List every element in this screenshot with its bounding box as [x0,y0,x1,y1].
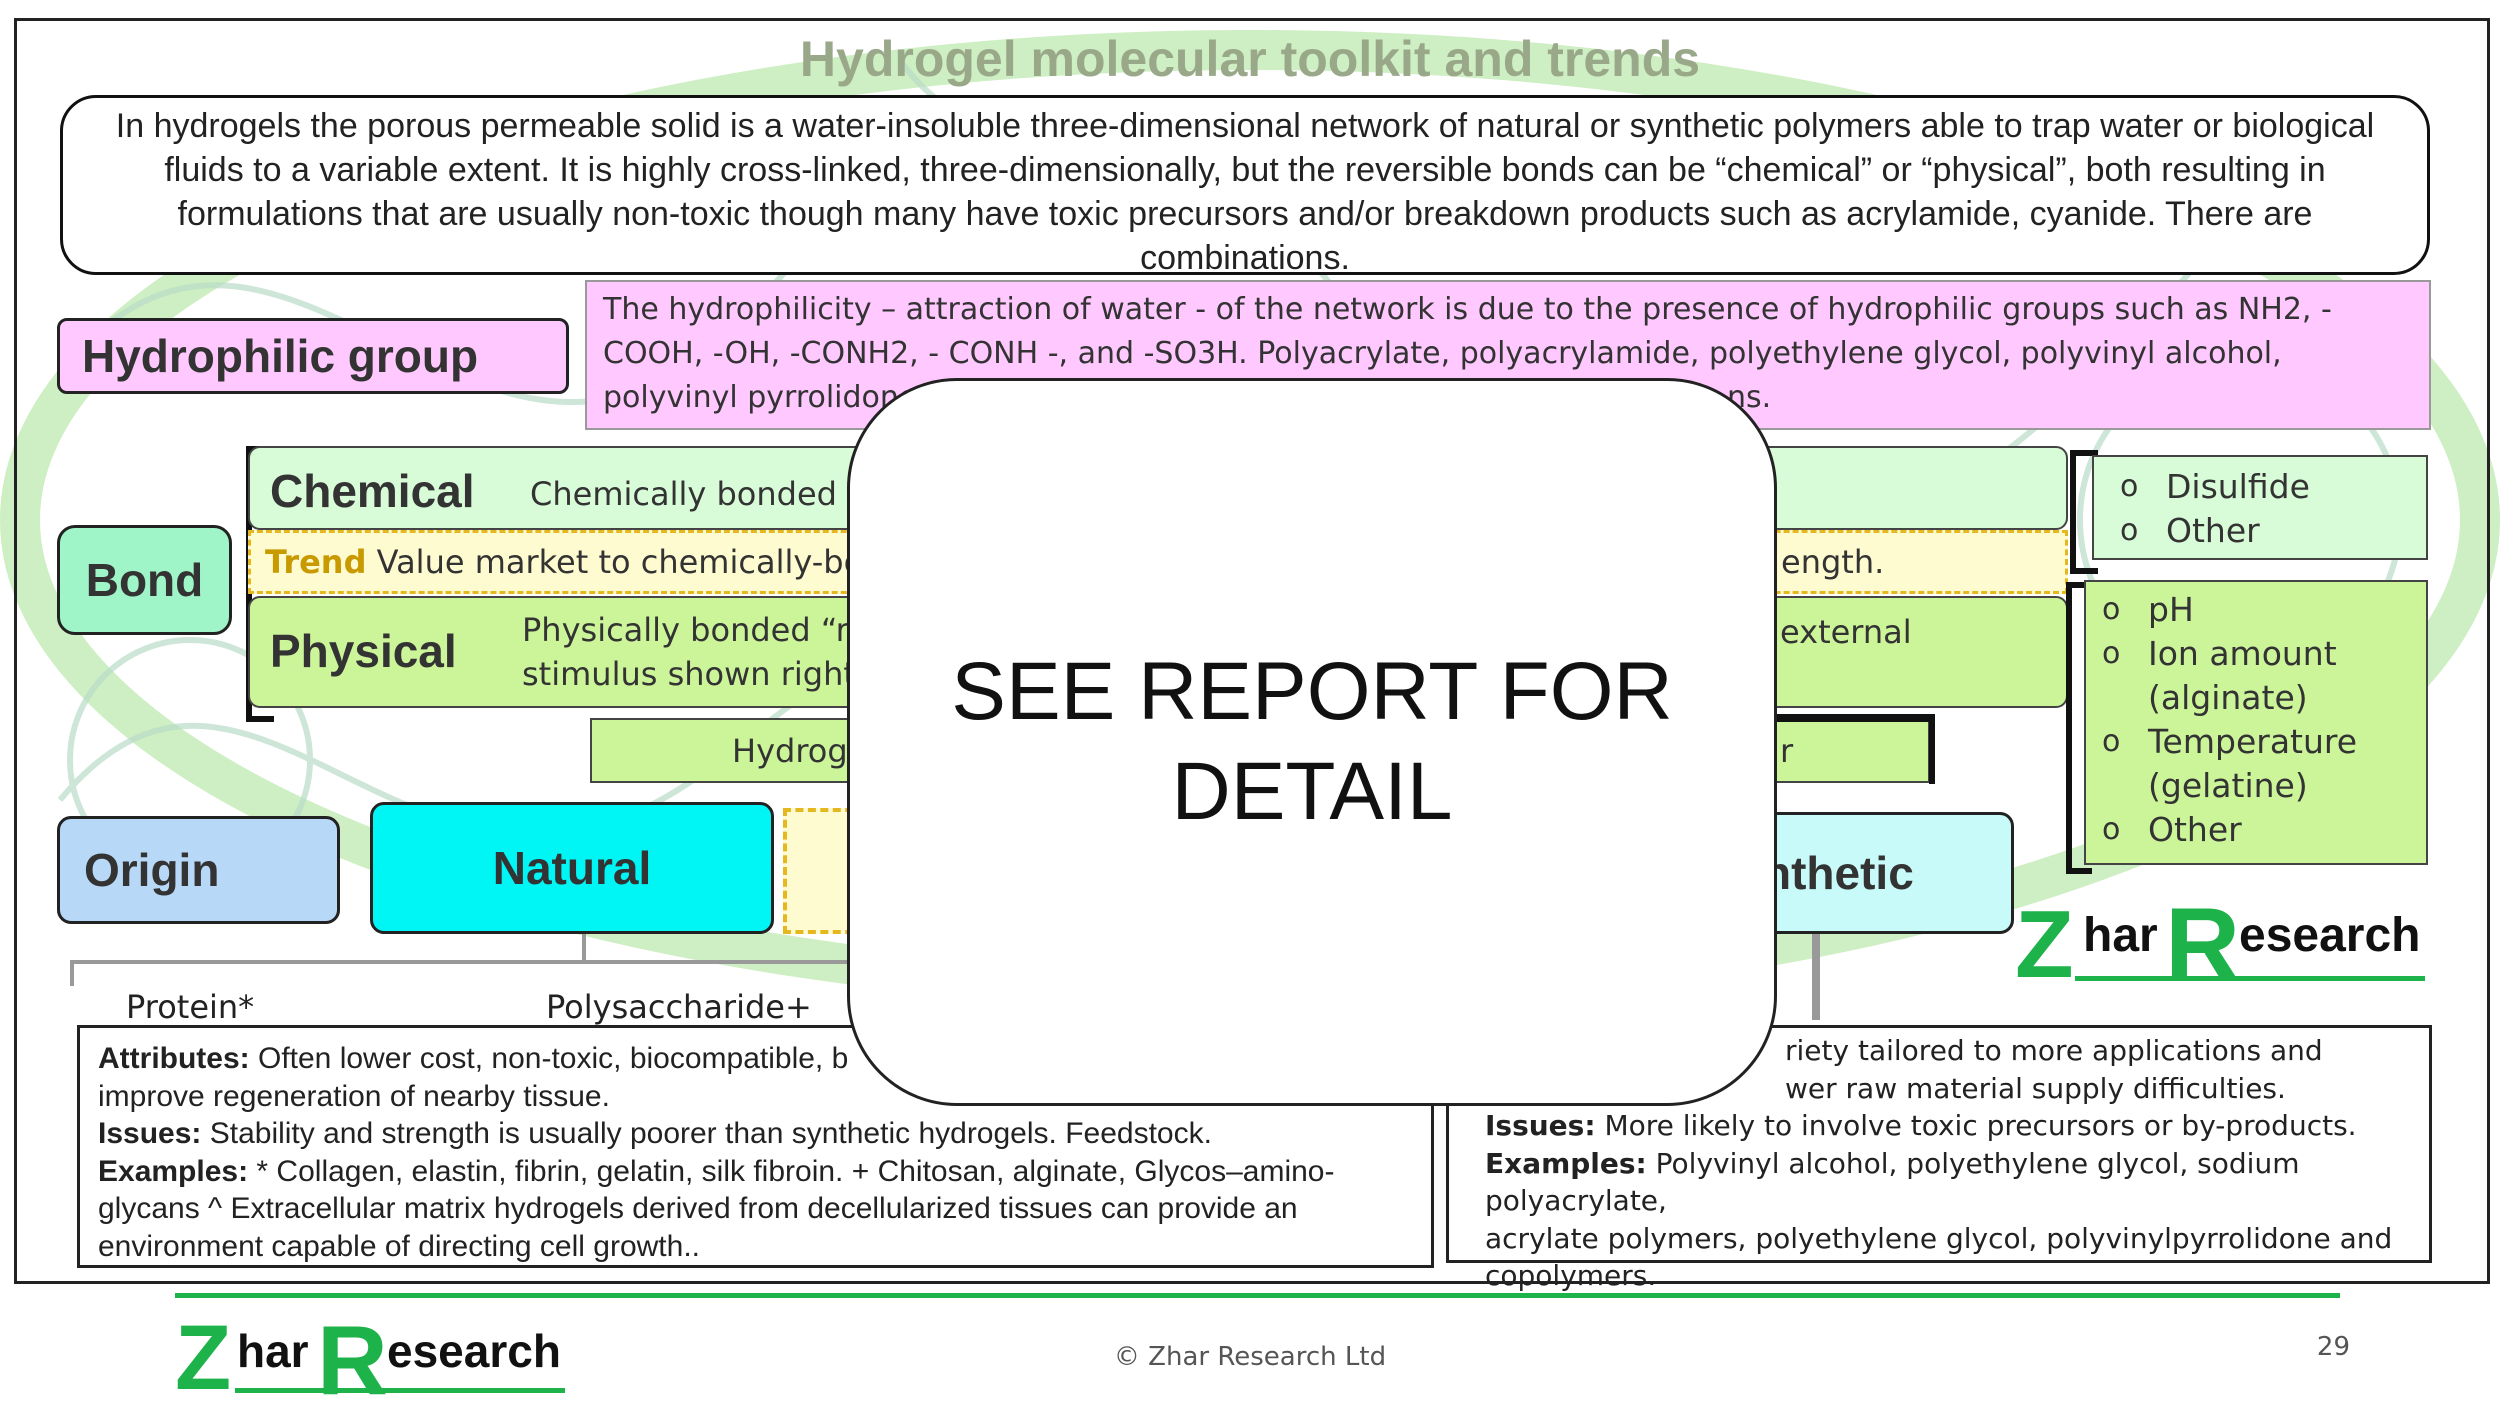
synthetic-examples-label: Examples: [1485,1146,1647,1180]
trend-text: Trend Value market to chemically-bond [265,540,904,584]
physical-stimuli-brace [2066,582,2092,874]
natural-connector-line [70,960,1110,964]
zhar-research-logo: Z har R esearch [2015,887,2435,1003]
synthetic-attributes-box: riety tailored to more applications and … [1446,1025,2432,1292]
physical-stimuli-list: pHIon amount (alginate)Temperature (gela… [2088,588,2418,852]
natural-attributes-label: Attributes: [98,1042,250,1075]
natural-origin-box: Natural [370,802,774,934]
logo-underline [2075,976,2425,981]
footer-logo-r-letter: R [317,1305,388,1415]
overlay-line1: SEE REPORT FOR [951,646,1673,737]
logo-r-letter: R [2165,887,2241,1003]
logo-esearch-text: esearch [2239,909,2421,962]
synthetic-examples-line3: copolymers. [1485,1259,1657,1292]
synthetic-issues-text: More likely to involve toxic precursors … [1595,1109,2357,1142]
natural-attributes-line2: improve regeneration of nearby tissue. [98,1079,610,1113]
natural-examples-label: Examples: [98,1154,249,1188]
physical-description-line1: Physically bonded “re [522,611,868,649]
synthetic-examples-line: Examples: Polyvinyl alcohol, polyethylen… [1485,1145,2393,1220]
physical-tail: external [1780,613,1912,651]
physical-description: Physically bonded “re stimulus shown rig… [522,608,868,696]
hybrid-bar-right-text: r [1780,731,1794,770]
chemical-description: Chemically bonded “p [530,475,885,513]
slide-title: Hydrogel molecular toolkit and trends [799,31,1701,87]
natural-connector-left [70,960,74,986]
footer-rule [175,1293,2340,1298]
footer-zhar-research-logo: Z har R esearch [175,1305,575,1415]
natural-connector-stem [582,934,586,962]
physical-description-line2: stimulus shown right. [522,655,867,693]
bond-label: Bond [57,525,232,635]
natural-examples-text: * Collagen, elastin, fibrin, gelatin, si… [248,1154,1335,1188]
chemical-examples-box: DisulfideOther [2092,455,2428,560]
origin-label: Origin [57,816,340,924]
hydrophilic-description-text: The hydrophilicity – attraction of water… [603,292,2332,415]
chemical-example-item: Other [2106,509,2310,553]
footer-logo-underline [235,1388,565,1393]
natural-issues-text: Stability and strength is usually poorer… [201,1117,1212,1150]
natural-attributes-text: Often lower cost, non-toxic, biocompatib… [249,1042,849,1075]
physical-stimulus-item: Temperature (gelatine) [2088,720,2418,808]
slide-frame [14,18,2490,1284]
synthetic-issues-line: Issues: More likely to involve toxic pre… [1485,1107,2393,1145]
logo-z-letter: Z [2015,891,2074,998]
synthetic-examples-line2: acrylate polymers, polyethylene glycol, … [1485,1221,2393,1255]
trend-word: Trend [265,543,367,581]
chemical-examples-list: DisulfideOther [2106,465,2310,553]
intro-text-box: In hydrogels the porous permeable solid … [60,95,2430,277]
footer-logo-z-letter: Z [175,1307,232,1409]
synthetic-connector-stem [1812,934,1820,1020]
polysaccharide-label: Polysaccharide+ [546,988,812,1026]
synthetic-attributes-line2: wer raw material supply difficulties. [1785,1071,2286,1105]
physical-stimulus-item: Ion amount (alginate) [2088,632,2418,720]
physical-stimulus-item: Other [2088,808,2418,852]
natural-issues-label: Issues: [98,1117,202,1150]
footer-logo-har-text: har [237,1325,309,1377]
synthetic-attributes-line1: riety tailored to more applications and [1785,1034,2323,1067]
page-number: 29 [2316,1332,2350,1362]
protein-label: Protein* [126,988,255,1026]
logo-har-text: har [2083,909,2158,962]
hybrid-bar-bracket [1740,714,1935,722]
natural-attributes-line: Attributes: Often lower cost, non-toxic,… [98,1040,1413,1078]
trend-tail: ength. [1781,543,1885,581]
physical-stimuli-box: pHIon amount (alginate)Temperature (gela… [2084,580,2428,865]
natural-examples-line: Examples: * Collagen, elastin, fibrin, g… [98,1153,1413,1191]
physical-label: Physical [270,625,457,677]
overlay-line2: DETAIL [1171,746,1453,837]
chemical-example-item: Disulfide [2106,465,2310,509]
footer-logo-esearch-text: esearch [387,1325,561,1377]
trend-description: Value market to chemically-bond [366,543,904,581]
synthetic-issues-label: Issues: [1485,1109,1596,1142]
hydrophilic-group-label: Hydrophilic group [57,318,569,394]
hybrid-bar-bracket-end [1929,714,1935,784]
see-report-overlay: SEE REPORT FOR DETAIL [847,378,1777,1106]
natural-examples-line3: environment capable of directing cell gr… [98,1229,700,1263]
synthetic-examples-text: Polyvinyl alcohol, polyethylene glycol, … [1485,1146,2300,1218]
chemical-label: Chemical [270,465,475,517]
chemical-examples-brace [2070,450,2098,574]
physical-stimulus-item: pH [2088,588,2418,632]
natural-issues-line: Issues: Stability and strength is usuall… [98,1115,1413,1153]
copyright-text: © Zhar Research Ltd [1113,1342,1387,1372]
natural-examples-line2: glycans ^ Extracellular matrix hydrogels… [98,1192,1298,1225]
hybrid-bar-left-text: Hydroge [732,731,868,770]
